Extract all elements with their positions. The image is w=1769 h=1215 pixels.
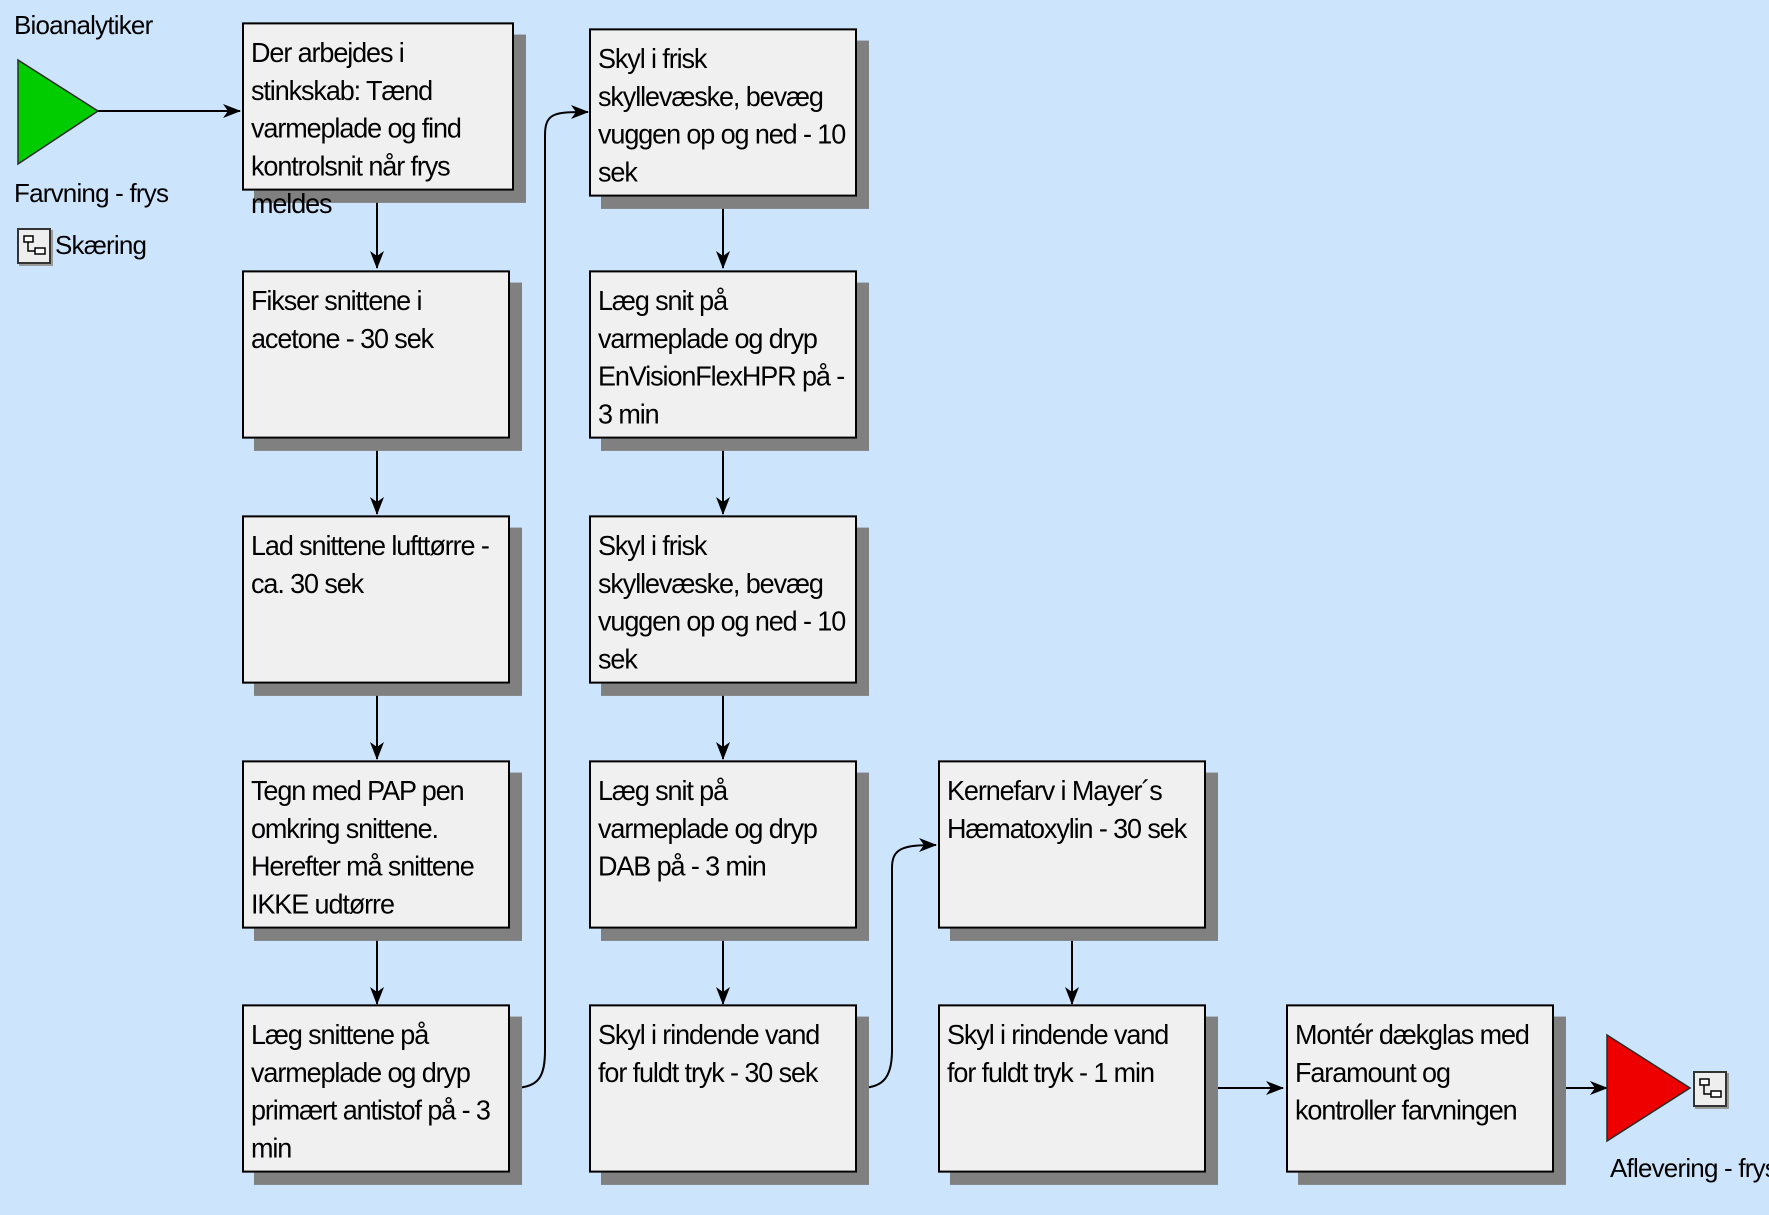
start-triangle-icon [17,58,100,166]
step-box[interactable]: Læg snit på varmeplade og dryp DAB på - … [589,760,857,929]
step-box[interactable]: Læg snittene på varmeplade og dryp primæ… [242,1004,510,1173]
subprocess-icon[interactable] [1693,1071,1727,1107]
step-box[interactable]: Kernefarv i Mayer´s Hæmatoxylin - 30 sek [938,760,1206,929]
step-box[interactable]: Skyl i frisk skyllevæske, bevæg vuggen o… [589,515,857,684]
step-box[interactable]: Skyl i rindende vand for fuldt tryk - 1 … [938,1004,1206,1173]
step-box[interactable]: Fikser snittene i acetone - 30 sek [242,270,510,439]
role-label: Bioanalytiker [14,10,153,40]
start-event-label[interactable]: Farvning - frys [14,178,169,208]
step-box[interactable]: Montér dækglas med Faramount og kontroll… [1286,1004,1554,1173]
subprocess-link[interactable]: Skæring [55,230,147,260]
step-box[interactable]: Læg snit på varmeplade og dryp EnVisionF… [589,270,857,439]
subprocess-icon[interactable] [17,228,51,264]
step-box[interactable]: Skyl i frisk skyllevæske, bevæg vuggen o… [589,28,857,197]
connector-10-to-11 [859,838,937,1089]
end-event-label[interactable]: Aflevering - frys [1610,1153,1769,1183]
connector-5-to-6 [512,105,589,1089]
step-box[interactable]: Tegn med PAP pen omkring snittene. Heref… [242,760,510,929]
step-box[interactable]: Der arbejdes i stinkskab: Tænd varmeplad… [242,22,514,219]
end-triangle-icon [1606,1033,1692,1143]
step-box[interactable]: Lad snittene lufttørre - ca. 30 sek [242,515,510,684]
step-box[interactable]: Skyl i rindende vand for fuldt tryk - 30… [589,1004,857,1173]
